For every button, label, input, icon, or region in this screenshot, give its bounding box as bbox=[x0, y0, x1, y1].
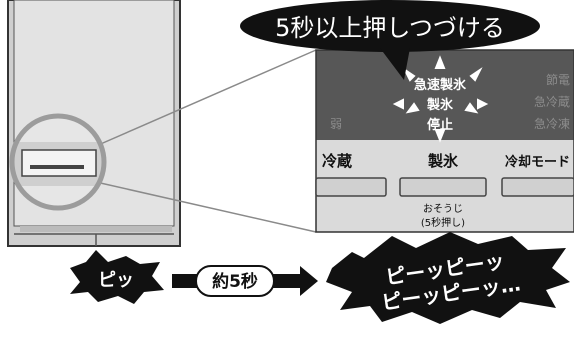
refrigerator bbox=[7, 0, 181, 247]
menu-left-line3: 弱 bbox=[330, 117, 342, 131]
beep-burst-icon bbox=[70, 250, 164, 304]
button-label-ice: 製氷 bbox=[427, 152, 459, 170]
menu-right-line3: 急冷凍 bbox=[534, 116, 570, 131]
menu-stop: 停止 bbox=[427, 117, 453, 133]
zoom-connector-lines bbox=[95, 49, 317, 233]
interval-pill bbox=[195, 265, 275, 297]
sound-sequence: ピッ 約5秒 ピーッピーッ ピーッピーッ… bbox=[70, 232, 570, 324]
button-fridge[interactable] bbox=[315, 177, 387, 197]
button-label-fridge: 冷蔵 bbox=[322, 152, 352, 170]
callout-text: 5秒以上押しつづける bbox=[275, 14, 505, 42]
menu-rapid-ice: 急速製氷 bbox=[414, 77, 467, 93]
menu-right-line2: 急冷蔵 bbox=[534, 94, 570, 109]
selection-starburst-icon bbox=[392, 55, 489, 143]
beep-repeat-burst-icon bbox=[326, 232, 570, 324]
menu-right-line1: 節電 bbox=[546, 72, 570, 87]
button-cooling-mode[interactable] bbox=[501, 177, 574, 197]
instruction-callout: 5秒以上押しつづける bbox=[240, 0, 540, 80]
cleaning-hold-label: (5秒押し) bbox=[421, 216, 465, 229]
cleaning-label: おそうじ bbox=[423, 203, 463, 215]
menu-ice: 製氷 bbox=[426, 97, 454, 113]
control-panel-zoom: 弱 急速製氷 製氷 停止 節電 急冷蔵 急冷凍 冷蔵 製氷 冷却モード おそうじ… bbox=[315, 49, 574, 233]
interval-text: 約5秒 bbox=[212, 271, 258, 292]
button-ice[interactable] bbox=[399, 177, 487, 197]
button-label-cooling-mode: 冷却モード bbox=[505, 154, 570, 170]
beep-start-text: ピッ bbox=[98, 270, 134, 291]
magnifier-lens bbox=[9, 113, 107, 211]
